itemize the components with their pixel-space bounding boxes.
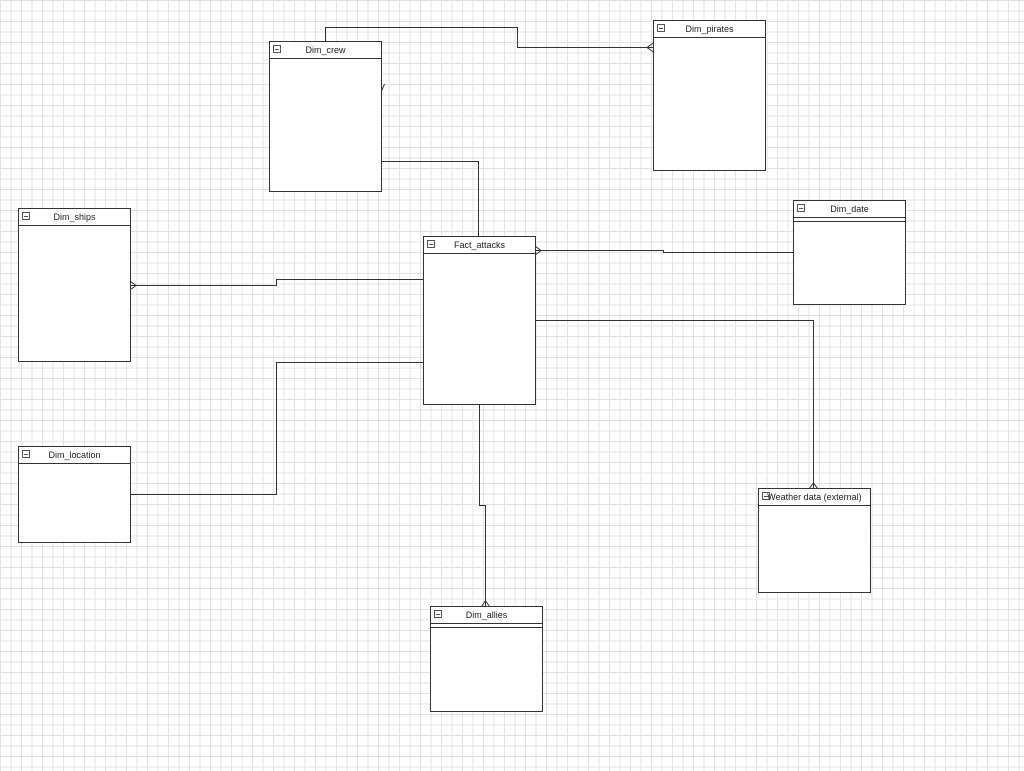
edge-crew-fact[interactable] [381, 161, 479, 238]
entity-header: Dim_pirates [654, 21, 765, 38]
entity-header: Dim_location [19, 447, 130, 464]
entity-title: Weather data (external) [767, 492, 862, 502]
entity-header: Dim_date [794, 201, 905, 222]
collapse-icon[interactable] [797, 204, 805, 212]
collapse-icon[interactable] [22, 450, 30, 458]
entity-header: Dim_crew [270, 42, 381, 59]
collapse-icon[interactable] [434, 610, 442, 618]
crows-foot-icon [534, 245, 542, 256]
edge-crew-pirates[interactable] [325, 27, 655, 48]
collapse-icon[interactable] [427, 240, 435, 248]
entity-title: Dim_location [48, 450, 101, 460]
entity-title: Dim_pirates [685, 24, 734, 34]
collapse-icon[interactable] [657, 24, 665, 32]
crows-foot-icon [480, 600, 491, 608]
entity-dim-pirates[interactable]: Dim_pirates [653, 20, 766, 171]
collapse-icon[interactable] [762, 492, 770, 500]
collapse-icon[interactable] [273, 45, 281, 53]
crows-foot-icon [129, 280, 137, 291]
entity-title: Dim_crew [305, 45, 346, 55]
edge-fact-weather[interactable] [535, 320, 814, 490]
entity-dim-allies[interactable]: Dim_allies [430, 606, 543, 712]
entity-header: Dim_allies [431, 607, 542, 628]
collapse-icon[interactable] [22, 212, 30, 220]
entity-header: Dim_ships [19, 209, 130, 226]
entity-weather-data[interactable]: Weather data (external) [758, 488, 871, 593]
entity-dim-location[interactable]: Dim_location [18, 446, 131, 543]
entity-title: Dim_date [830, 204, 869, 214]
crows-foot-icon [808, 482, 819, 490]
entity-header: Weather data (external) [759, 489, 870, 506]
edge-fact-date[interactable] [535, 250, 793, 253]
edge-fact-ships[interactable] [130, 279, 424, 286]
entity-title: Dim_ships [53, 212, 96, 222]
edge-fact-location[interactable] [130, 362, 424, 495]
entity-header: Fact_attacks [424, 237, 535, 254]
entity-dim-crew[interactable]: Dim_crew [269, 41, 382, 192]
entity-fact-attacks[interactable]: Fact_attacks [423, 236, 536, 405]
crows-foot-icon [646, 42, 655, 53]
edge-fact-allies[interactable] [479, 404, 486, 607]
entity-title: Dim_allies [465, 610, 508, 620]
entity-title: Fact_attacks [453, 240, 506, 250]
entity-dim-date[interactable]: Dim_date [793, 200, 906, 305]
entity-dim-ships[interactable]: Dim_ships [18, 208, 131, 362]
